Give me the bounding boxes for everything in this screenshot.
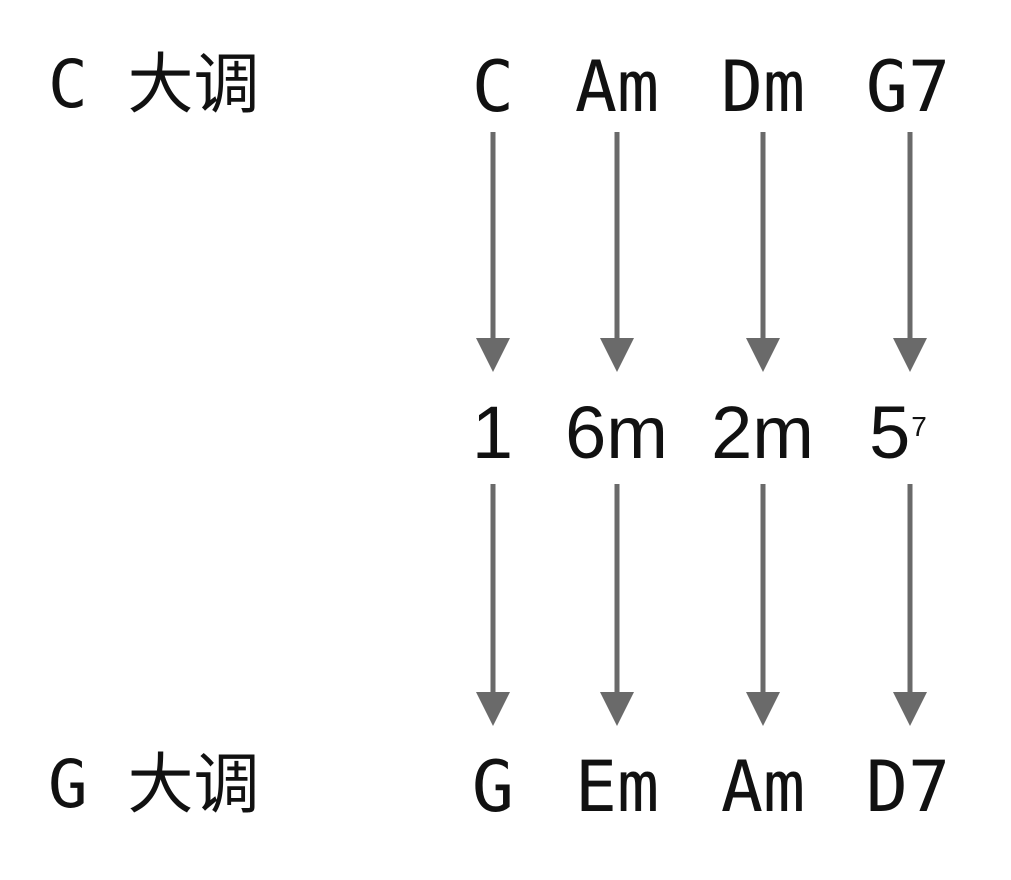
degree-1-main: 1 (471, 391, 514, 474)
target-chord-3: Am (720, 746, 806, 828)
target-chord-1: G (471, 746, 515, 828)
arrow-lower-2-head (600, 692, 634, 726)
degree-4-main: 5 (869, 391, 911, 474)
arrow-upper-2-head (600, 338, 634, 372)
degree-2: 6m (537, 396, 697, 470)
source-chord-4: G7 (865, 46, 951, 128)
arrow-lower-1-head (476, 692, 510, 726)
degree-4-sup: 7 (911, 411, 927, 442)
arrow-lower-4-head (893, 692, 927, 726)
source-key-label: C 大调 (48, 46, 260, 123)
source-chord-2: Am (574, 46, 660, 128)
source-chord-3: Dm (720, 46, 806, 128)
degree-2-main: 6m (565, 391, 668, 474)
degree-1: 1 (413, 396, 573, 470)
arrow-upper-3-head (746, 338, 780, 372)
arrow-lower-3-head (746, 692, 780, 726)
degree-3: 2m (683, 396, 843, 470)
target-key-label: G 大调 (48, 746, 260, 823)
degree-4: 57 (818, 396, 978, 470)
target-chord-2: Em (574, 746, 660, 828)
degree-3-main: 2m (711, 391, 814, 474)
arrow-upper-1-head (476, 338, 510, 372)
arrow-upper-4-head (893, 338, 927, 372)
source-chord-1: C (471, 46, 515, 128)
target-chord-4: D7 (865, 746, 951, 828)
